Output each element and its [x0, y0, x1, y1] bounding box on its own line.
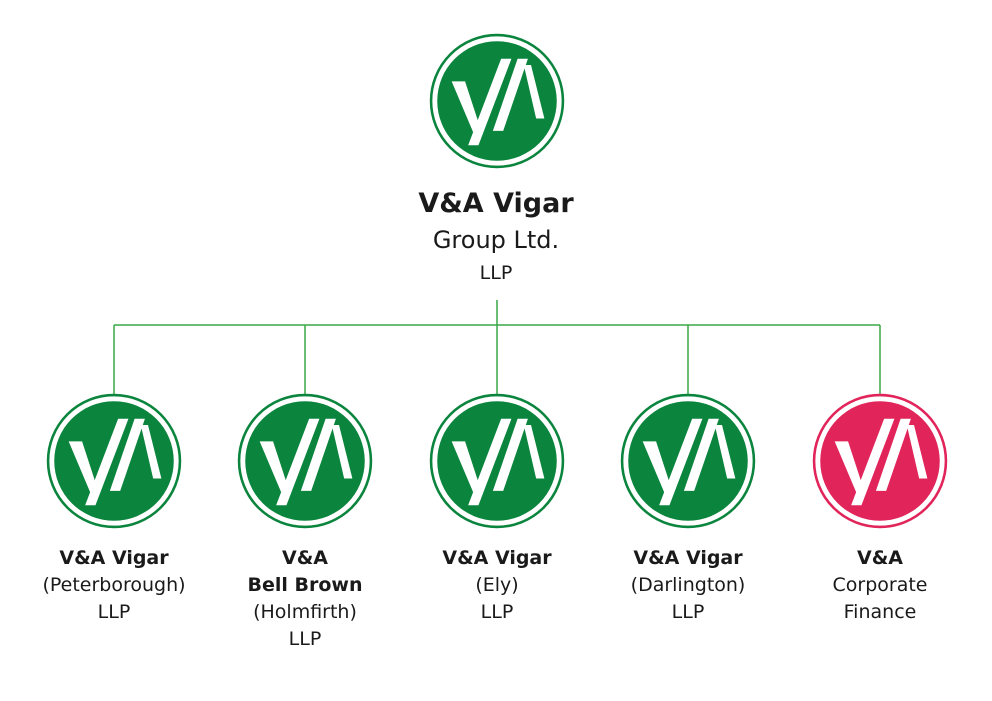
parent-name: V&A Vigar: [418, 188, 574, 219]
subsidiary-logo: [237, 393, 373, 529]
subsidiary-detail: LLP: [288, 628, 322, 650]
va-vigar-logo-icon: [237, 393, 373, 529]
va-vigar-logo-icon: [429, 33, 565, 169]
subsidiary-detail: (Darlington): [630, 574, 746, 596]
va-vigar-logo-icon: [46, 393, 182, 529]
subsidiary-label: V&A Vigar (Peterborough) LLP: [19, 545, 209, 626]
parent-logo: [429, 33, 565, 169]
subsidiary-logo: [620, 393, 756, 529]
parent-subtitle: Group Ltd.: [432, 226, 560, 254]
subsidiary-name: V&A: [282, 547, 328, 569]
va-vigar-logo-icon: [620, 393, 756, 529]
subsidiary-detail: LLP: [671, 601, 705, 623]
subsidiary-name: V&A: [857, 547, 903, 569]
subsidiary-detail: Finance: [843, 601, 917, 623]
subsidiary-detail: (Holmfirth): [253, 601, 357, 623]
subsidiary-label: V&A Vigar (Ely) LLP: [402, 545, 592, 626]
subsidiary-detail: (Ely): [475, 574, 519, 596]
subsidiary-name: V&A Vigar: [442, 547, 552, 569]
subsidiary-name: V&A Vigar: [633, 547, 743, 569]
subsidiary-name: V&A Vigar: [59, 547, 169, 569]
va-vigar-logo-icon: [429, 393, 565, 529]
subsidiary-label: V&A Vigar (Darlington) LLP: [593, 545, 783, 626]
subsidiary-detail: Corporate: [832, 574, 928, 596]
subsidiary-label: V&A Bell Brown (Holmfirth) LLP: [210, 545, 400, 653]
va-vigar-logo-icon: [812, 393, 948, 529]
subsidiary-logo: [429, 393, 565, 529]
subsidiary-logo: [46, 393, 182, 529]
subsidiary-detail: LLP: [97, 601, 131, 623]
subsidiary-logo: [812, 393, 948, 529]
subsidiary-detail: LLP: [480, 601, 514, 623]
subsidiary-detail: (Peterborough): [42, 574, 186, 596]
parent-type: LLP: [479, 262, 513, 284]
subsidiary-name: Bell Brown: [247, 574, 363, 596]
